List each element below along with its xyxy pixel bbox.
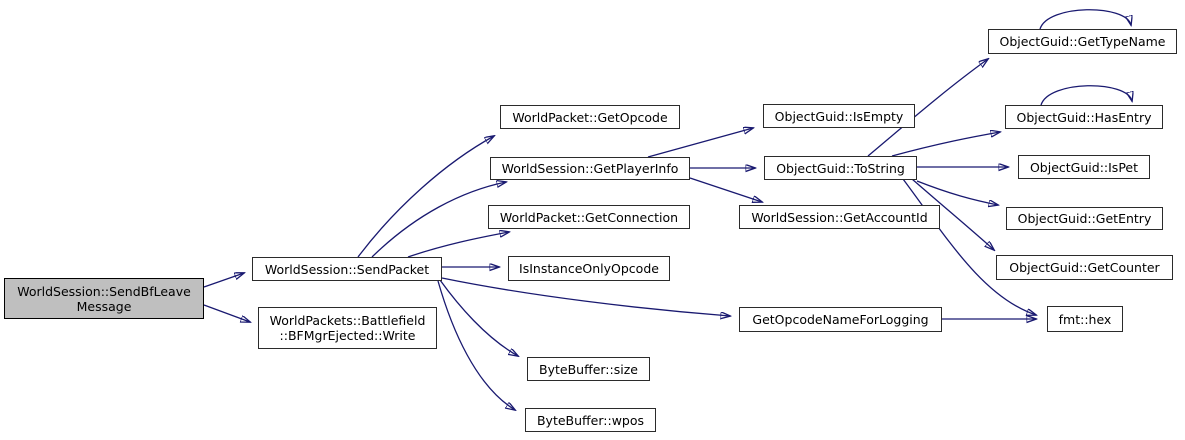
edge-sendbfleave-sendpacket: [203, 273, 244, 288]
node-label: ObjectGuid::GetEntry: [1017, 211, 1152, 226]
node-label: ObjectGuid::HasEntry: [1016, 109, 1152, 125]
node-label: WorldSession::SendPacket: [264, 261, 430, 277]
edge-sendpacket-getconnection: [407, 232, 509, 258]
node-fmt-hex[interactable]: fmt::hex: [1047, 306, 1123, 332]
node-label: WorldPacket::GetConnection: [499, 209, 679, 225]
node-objectguid-hasentry[interactable]: ObjectGuid::HasEntry: [1005, 105, 1163, 129]
node-label: IsInstanceOnlyOpcode: [519, 261, 659, 276]
node-objectguid-getcounter[interactable]: ObjectGuid::GetCounter: [996, 255, 1173, 280]
edge-sendpacket-getopcode: [357, 136, 494, 258]
node-label: GetOpcodeNameForLogging: [752, 312, 929, 327]
node-label: ByteBuffer::size: [539, 361, 638, 377]
edge-tostring-getcounter: [911, 178, 994, 250]
edge-tostring-getentry: [916, 180, 998, 205]
edge-hasentry-self-loop: [1040, 85, 1132, 106]
node-objectguid-isempty[interactable]: ObjectGuid::IsEmpty: [763, 104, 915, 128]
edge-tostring-gettypename: [867, 59, 988, 157]
node-worldsession-sendbfleavemessage: WorldSession::SendBfLeave Message: [4, 278, 204, 319]
node-getopcodenameforlogging[interactable]: GetOpcodeNameForLogging: [739, 307, 942, 332]
edge-sendpacket-getplayerinfo: [371, 182, 506, 258]
node-bytebuffer-wpos[interactable]: ByteBuffer::wpos: [525, 408, 656, 432]
node-label: ObjectGuid::IsEmpty: [774, 108, 904, 124]
node-worldsession-getplayerinfo[interactable]: WorldSession::GetPlayerInfo: [490, 157, 690, 180]
edge-tostring-hasentry: [891, 132, 1000, 157]
edge-getplayerinfo-getaccountid: [689, 177, 762, 202]
node-label: ObjectGuid::GetTypeName: [999, 34, 1166, 49]
edge-sendpacket-bytebufferwpos: [437, 280, 515, 410]
node-label: ObjectGuid::IsPet: [1029, 159, 1139, 175]
node-objectguid-ispet[interactable]: ObjectGuid::IsPet: [1018, 155, 1150, 179]
edge-sendbfleave-bfmgrejected: [203, 304, 250, 322]
node-label: ObjectGuid::GetCounter: [1009, 260, 1160, 275]
edge-getplayerinfo-isempty: [647, 128, 753, 158]
edge-sendpacket-bytebuffersize: [439, 279, 518, 356]
node-objectguid-gettypename[interactable]: ObjectGuid::GetTypeName: [988, 29, 1177, 54]
node-objectguid-getentry[interactable]: ObjectGuid::GetEntry: [1006, 207, 1163, 230]
edge-sendpacket-getopcodenameforlogging: [441, 277, 730, 316]
node-label: WorldSession::GetPlayerInfo: [501, 161, 679, 176]
node-worldpacket-getopcode[interactable]: WorldPacket::GetOpcode: [500, 105, 680, 129]
node-objectguid-tostring[interactable]: ObjectGuid::ToString: [764, 156, 917, 180]
node-label: Message: [76, 298, 132, 314]
edge-gettypename-self-loop: [1039, 9, 1131, 30]
node-isinstanceonlyopcode[interactable]: IsInstanceOnlyOpcode: [508, 256, 670, 281]
node-worldsession-sendpacket[interactable]: WorldSession::SendPacket: [252, 257, 442, 281]
node-worldpackets-battlefield-bfmgrejected-write[interactable]: WorldPackets::Battlefield ::BFMgrEjected…: [258, 307, 437, 349]
node-worldsession-getaccountid[interactable]: WorldSession::GetAccountId: [739, 205, 940, 229]
node-label: ::BFMgrEjected::Write: [279, 328, 416, 343]
node-worldpacket-getconnection[interactable]: WorldPacket::GetConnection: [488, 205, 690, 229]
node-label: ByteBuffer::wpos: [536, 412, 645, 428]
edge-tostring-fmthex: [902, 178, 1036, 315]
node-label: ObjectGuid::ToString: [776, 160, 905, 176]
node-label: WorldPacket::GetOpcode: [512, 109, 668, 125]
node-label: WorldPackets::Battlefield: [269, 313, 426, 328]
node-label: fmt::hex: [1058, 311, 1112, 327]
node-label: WorldSession::GetAccountId: [751, 209, 928, 225]
node-label: WorldSession::SendBfLeave: [17, 283, 191, 299]
node-bytebuffer-size[interactable]: ByteBuffer::size: [527, 357, 650, 381]
